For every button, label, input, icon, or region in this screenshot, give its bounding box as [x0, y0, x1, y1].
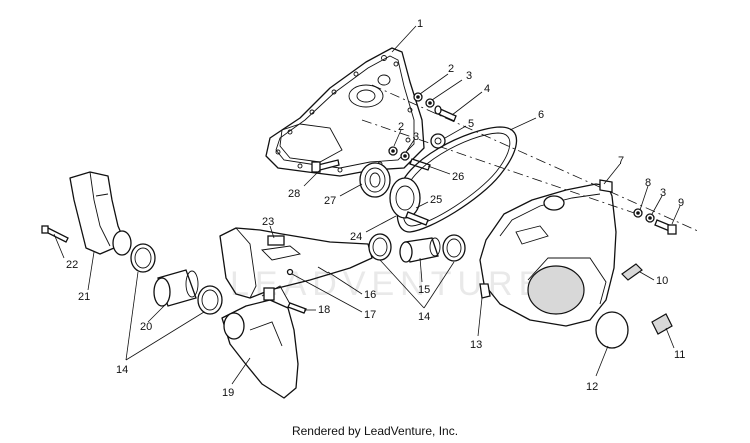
callout-19: 19: [222, 387, 234, 399]
left-clamps-14: [130, 243, 223, 315]
gasket-12: [595, 311, 629, 349]
spacer-5: [430, 133, 446, 149]
callout-25: 25: [430, 194, 442, 206]
callout-14-left: 14: [116, 364, 128, 376]
callout-26: 26: [452, 171, 464, 183]
callout-5: 5: [468, 118, 474, 130]
callout-7: 7: [618, 155, 624, 167]
callout-28: 28: [288, 188, 300, 200]
upper-bolt-washer-set: [413, 92, 457, 122]
callout-3c: 3: [660, 187, 666, 199]
lower-bolt-washer-set: [388, 146, 431, 171]
callout-18: 18: [318, 304, 330, 316]
callout-24: 24: [350, 231, 362, 243]
decal-11: [651, 313, 673, 335]
seal-27: [359, 162, 391, 198]
callout-9: 9: [678, 197, 684, 209]
drive-belt: [396, 126, 518, 233]
callout-3a: 3: [466, 70, 472, 82]
cover-bolt-28: [311, 159, 340, 173]
clip-10: [621, 263, 643, 281]
callout-3b: 3: [413, 131, 419, 143]
duct-screws: [286, 266, 329, 276]
callout-1: 1: [417, 18, 423, 30]
watermark: LEADVENTURE: [230, 265, 547, 303]
lower-duct-19: [221, 285, 299, 399]
footer-credit: Rendered by LeadVenture, Inc.: [291, 424, 459, 438]
outer-clutch-cover-7: [479, 179, 617, 327]
screw-18: [287, 302, 307, 314]
callout-4: 4: [484, 83, 490, 95]
callout-labels: 1 2 3 4 5 6 2 3 26 28 27 25 24 23 7 8 3 …: [66, 18, 685, 399]
alignment-axes: [361, 84, 701, 233]
callout-11: 11: [674, 349, 685, 361]
right-fastener-set: [633, 208, 677, 235]
callout-15: 15: [418, 284, 430, 296]
callout-14-right: 14: [418, 311, 430, 323]
callout-10: 10: [656, 275, 668, 287]
inner-cover-plate: [265, 47, 425, 177]
callout-27: 27: [324, 195, 336, 207]
callout-2a: 2: [448, 63, 454, 75]
callout-6: 6: [538, 109, 544, 121]
callout-2b: 2: [398, 121, 404, 133]
callout-17: 17: [364, 309, 376, 321]
leader-lines: [53, 25, 681, 385]
clutch-hub-25: [389, 177, 429, 226]
coupler-20: [153, 269, 199, 307]
intake-duct-23: [219, 227, 373, 299]
duct-coupler-15: [368, 233, 466, 263]
callout-20: 20: [140, 321, 152, 333]
callout-23: 23: [262, 216, 274, 228]
duct-elbow-21: [69, 171, 132, 256]
callout-21: 21: [78, 291, 90, 303]
callout-13: 13: [470, 339, 482, 351]
callout-12: 12: [586, 381, 598, 393]
callout-16: 16: [364, 289, 376, 301]
callout-22: 22: [66, 259, 78, 271]
callout-8: 8: [645, 177, 651, 189]
screw-22: [41, 225, 69, 243]
